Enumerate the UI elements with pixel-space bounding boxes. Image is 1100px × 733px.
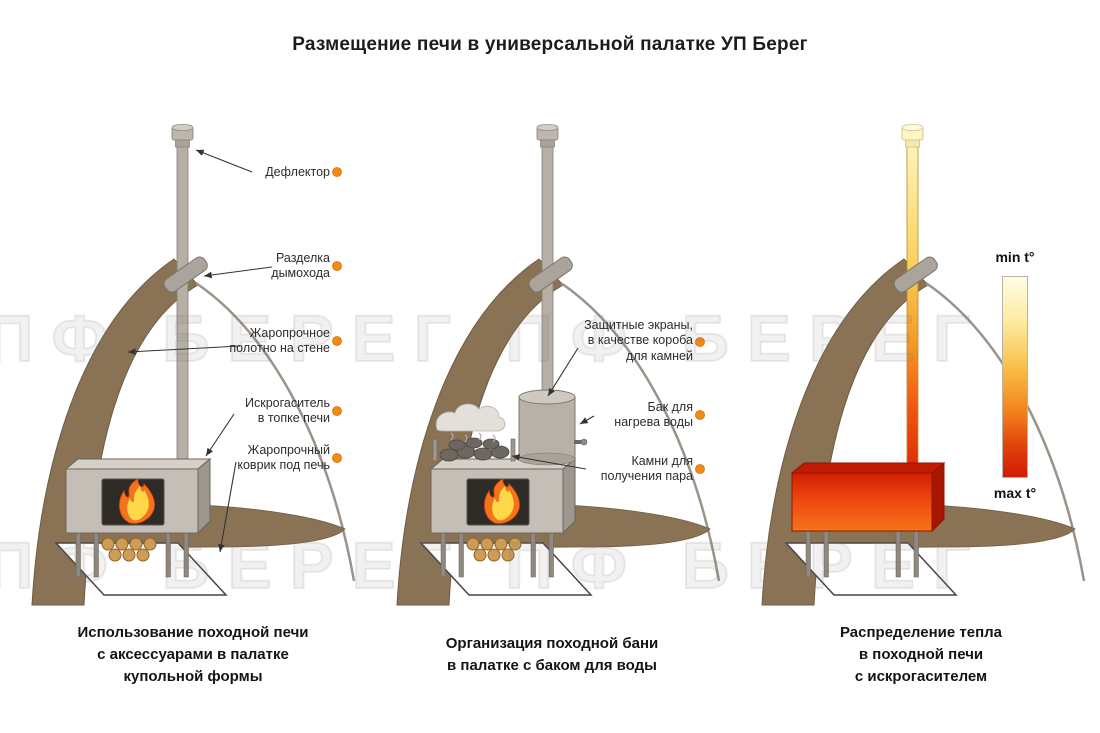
tent-illustration-heat (761, 123, 1086, 606)
firebox-flame-inner (492, 486, 514, 521)
label-deflector: Дефлектор (265, 165, 330, 179)
label-stones: Камни для получения пара (600, 454, 693, 484)
label-wall-cloth: Жаропрочное полотно на стене (229, 326, 330, 356)
label-floor-mat: Жаропрочный коврик под печь (237, 443, 330, 473)
stove-body-hot (790, 461, 946, 533)
flue-collar (528, 256, 573, 293)
stove-body (429, 457, 577, 535)
tank-tap (574, 440, 583, 444)
sauna-stones (439, 437, 510, 462)
stove-legs (75, 530, 189, 578)
legend-min-label: min t° (995, 249, 1035, 265)
deflector-hot (901, 123, 924, 148)
page-title: Размещение печи в универсальной палатке … (292, 34, 808, 55)
chimney-pipe (176, 144, 189, 472)
tent-illustration-accessories (31, 123, 356, 606)
steam-lines (450, 432, 496, 443)
label-screens: Защитные экраны, в качестве короба для к… (584, 318, 693, 363)
flue-collar (893, 256, 938, 293)
stove-body (64, 457, 212, 535)
firebox-flame-inner (127, 486, 149, 521)
water-tank (518, 389, 588, 466)
label-water-tank: Бак для нагрева воды (614, 400, 693, 430)
firewood-logs (101, 537, 157, 562)
label-flue-cutout: Разделка дымохода (271, 251, 330, 281)
chimney-pipe-hot (906, 144, 919, 472)
label-spark-arrester: Искрогаситель в топке печи (244, 396, 330, 426)
caption-panel2: Организация походной бани в палатке с ба… (445, 635, 659, 674)
caption-panel1: Использование походной печи с аксессуара… (77, 624, 309, 685)
tent-illustration-sauna (396, 123, 721, 606)
caption-panel3: Распределение тепла в походной печи с ис… (839, 624, 1003, 685)
flue-collar (163, 256, 208, 293)
legend-max-label: max t° (993, 485, 1037, 501)
steam-cloud (435, 403, 506, 443)
deflector (536, 123, 559, 148)
temperature-gradient-bar (1002, 276, 1028, 478)
deflector (171, 123, 194, 148)
firewood-logs (466, 537, 522, 562)
